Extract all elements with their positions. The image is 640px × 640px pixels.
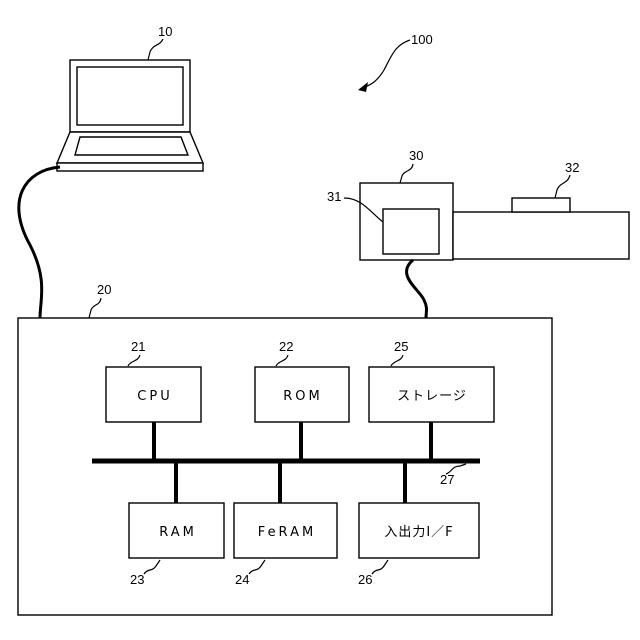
feram-block-label: FeRAM: [258, 525, 316, 540]
ref-label-system: 100: [411, 32, 433, 47]
ref-leader-device: [400, 164, 413, 183]
ref-leader-controller: [89, 298, 101, 318]
ref-leader-device-part: [555, 175, 570, 198]
ref-label-storage: 25: [394, 339, 408, 354]
laptop-screen: [77, 67, 183, 125]
ref-label-laptop: 10: [158, 24, 172, 39]
rom-block-label: ROM: [283, 389, 322, 404]
controller-box: [18, 318, 552, 615]
ram-block-label: RAM: [159, 525, 197, 540]
ref-label-controller: 20: [97, 282, 111, 297]
ref-label-device-part: 32: [565, 160, 579, 175]
ref-label-device-panel: 31: [327, 189, 341, 204]
system-arrow-line: [362, 40, 410, 88]
ref-label-ram: 23: [130, 572, 144, 587]
ref-leader-laptop: [148, 39, 163, 60]
ref-label-cpu: 21: [131, 339, 145, 354]
ref-label-io: 26: [358, 572, 372, 587]
laptop-front-edge: [57, 163, 203, 171]
laptop-keyboard: [75, 137, 188, 155]
device-cable: [407, 260, 427, 318]
laptop: [57, 60, 203, 171]
ref-label-device: 30: [409, 148, 423, 163]
laptop-cable: [19, 167, 60, 318]
cpu-block-label: CPU: [137, 389, 172, 404]
device: [360, 183, 629, 260]
io-block-label: 入出力I／F: [384, 525, 453, 540]
storage-block-label: ストレージ: [397, 389, 467, 404]
ref-label-feram: 24: [235, 572, 249, 587]
device-panel: [383, 209, 439, 254]
ref-label-bus: 27: [440, 472, 454, 487]
device-part: [512, 198, 570, 212]
ref-label-rom: 22: [279, 339, 293, 354]
system-arrow-head: [358, 82, 368, 92]
device-arm: [453, 212, 629, 259]
